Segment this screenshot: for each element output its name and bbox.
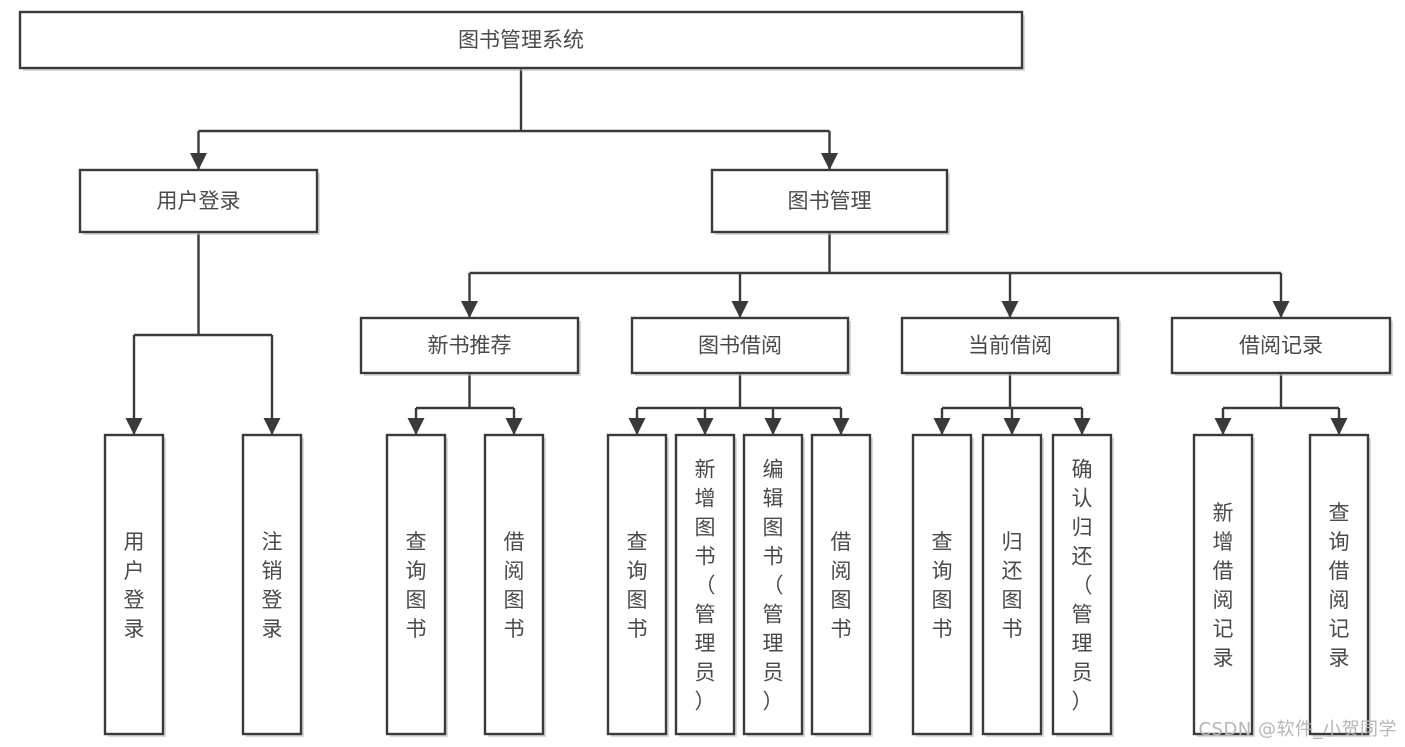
node-label: 图书借阅: [698, 334, 782, 358]
node-label: 新增图书（管理员）: [695, 458, 716, 714]
node-label: 借阅图书: [504, 530, 525, 641]
node-rect: [1051, 433, 1113, 736]
node-leaf-2[interactable]: 查询图书: [385, 433, 448, 737]
node-rect: [1170, 316, 1392, 375]
node-rect: [18, 10, 1024, 70]
node-level3-0[interactable]: 新书推荐: [359, 316, 581, 376]
node-rect: [674, 433, 736, 736]
node-rect: [911, 433, 973, 736]
node-leaf-4[interactable]: 查询图书: [606, 433, 669, 737]
node-rect: [1192, 433, 1254, 736]
node-leaf-10[interactable]: 确认归还（管理员）: [1051, 433, 1114, 737]
node-label: 编辑图书（管理员）: [763, 458, 784, 714]
node-leaf-6[interactable]: 编辑图书（管理员）: [742, 433, 805, 737]
node-rect: [78, 168, 319, 234]
node-rect: [483, 433, 545, 736]
node-label: 查询图书: [932, 530, 953, 641]
node-rect: [742, 433, 804, 736]
node-leaf-8[interactable]: 查询图书: [911, 433, 974, 737]
node-label: 借阅图书: [831, 530, 852, 641]
node-label: 用户登录: [157, 189, 241, 213]
node-label: 新增借阅记录: [1213, 501, 1234, 670]
node-rect: [710, 168, 949, 234]
node-label: 查询借阅记录: [1329, 501, 1350, 670]
node-label: 用户登录: [124, 530, 145, 641]
node-leaf-9[interactable]: 归还图书: [981, 433, 1044, 737]
node-label: 归还图书: [1002, 530, 1023, 641]
node-rect: [1308, 433, 1370, 736]
node-label: 查询图书: [627, 530, 648, 641]
node-label: 确认归还（管理员）: [1072, 458, 1093, 714]
node-leaf-3[interactable]: 借阅图书: [483, 433, 546, 737]
node-leaf-5[interactable]: 新增图书（管理员）: [674, 433, 737, 737]
node-level3-3[interactable]: 借阅记录: [1170, 316, 1393, 376]
node-level3-1[interactable]: 图书借阅: [630, 316, 851, 376]
node-root-system[interactable]: 图书管理系统: [18, 10, 1025, 71]
node-label: 当前借阅: [968, 334, 1052, 358]
node-label: 查询图书: [406, 530, 427, 641]
node-rect: [810, 433, 872, 736]
node-label: 新书推荐: [428, 334, 512, 358]
node-label: 借阅记录: [1239, 334, 1323, 358]
node-rect: [606, 433, 668, 736]
node-label: 注销登录: [262, 530, 283, 641]
node-level2-0[interactable]: 用户登录: [78, 168, 320, 235]
node-leaf-7[interactable]: 借阅图书: [810, 433, 873, 737]
node-rect: [103, 433, 165, 736]
node-level3-2[interactable]: 当前借阅: [900, 316, 1121, 376]
node-rect: [385, 433, 447, 736]
node-label: 图书管理系统: [458, 28, 584, 52]
node-rect: [359, 316, 580, 375]
node-rect: [241, 433, 303, 736]
node-label: 图书管理: [788, 189, 872, 213]
node-leaf-0[interactable]: 用户登录: [103, 433, 166, 737]
node-leaf-12[interactable]: 查询借阅记录: [1308, 433, 1371, 737]
node-leaf-1[interactable]: 注销登录: [241, 433, 304, 737]
node-leaf-11[interactable]: 新增借阅记录: [1192, 433, 1255, 737]
node-level2-1[interactable]: 图书管理: [710, 168, 950, 235]
node-rect: [900, 316, 1120, 375]
node-rect: [630, 316, 850, 375]
node-rect: [981, 433, 1043, 736]
